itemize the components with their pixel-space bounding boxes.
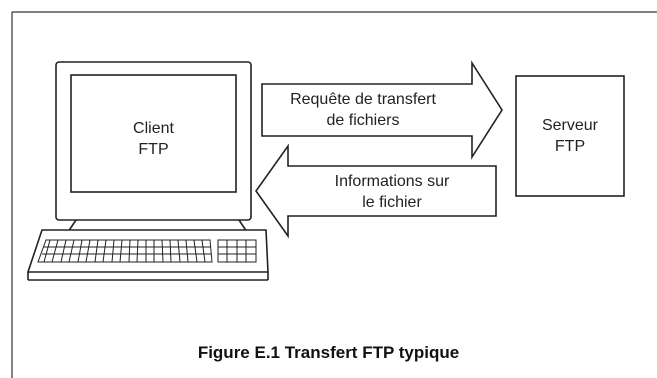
- request-arrow: [261, 60, 503, 160]
- server-label: Serveur FTP: [541, 117, 599, 155]
- keyboard-keys-icon: [37, 239, 257, 263]
- response-arrow-label: Informations sur le fichier: [334, 173, 450, 211]
- server-box: [515, 75, 625, 197]
- response-arrow: [255, 143, 497, 239]
- request-arrow-label: Requête de transfert de fichiers: [290, 91, 436, 129]
- figure-caption: Figure E.1 Transfert FTP typique: [197, 343, 460, 362]
- client-label: Client FTP: [133, 120, 174, 158]
